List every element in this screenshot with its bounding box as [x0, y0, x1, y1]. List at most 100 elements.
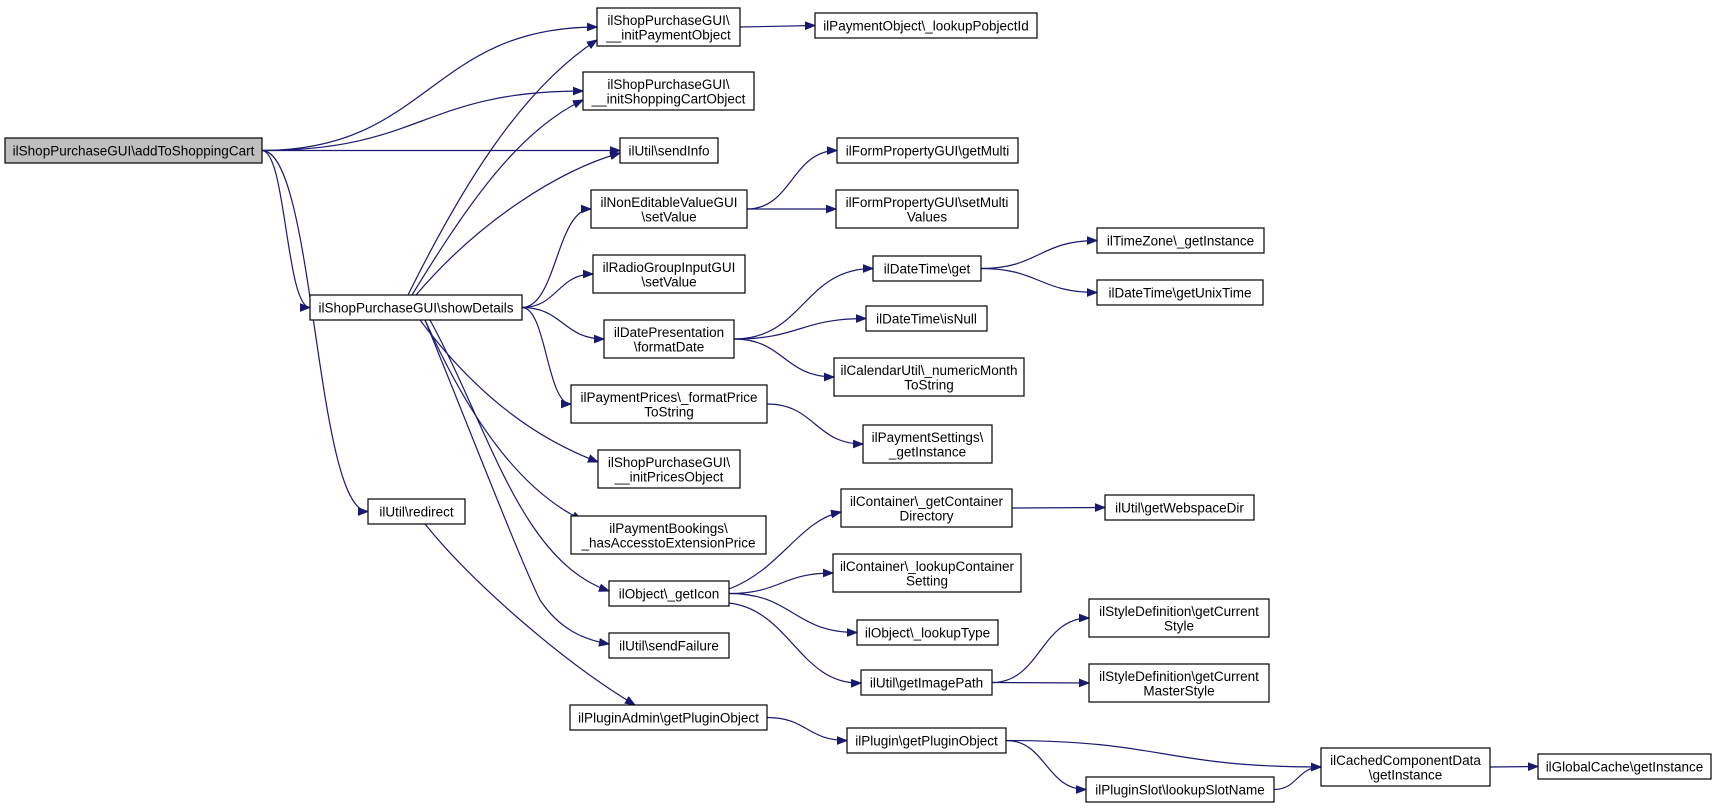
node-box	[1088, 663, 1270, 703]
node-box	[1104, 494, 1255, 521]
node-box	[590, 189, 748, 229]
node-ilcachedcomponentdata-getinstance[interactable]: ilCachedComponentData\getInstance	[1320, 747, 1491, 787]
node-label: ilUtil\redirect	[379, 505, 454, 520]
node-ilglobalcache-getinstance[interactable]: ilGlobalCache\getInstance	[1537, 753, 1712, 780]
edge-n28-to-n29	[991, 618, 1089, 684]
node-box	[856, 619, 999, 646]
edge-n13-to-n28	[728, 602, 861, 683]
node-ilutil-getimagepath[interactable]: ilUtil\getImagePath	[860, 669, 993, 696]
node-label: ilNonEditableValueGUI	[600, 195, 737, 210]
edge-n7-to-n16	[746, 151, 837, 210]
node-label: ilTimeZone\_getInstance	[1107, 234, 1254, 249]
node-box	[367, 498, 466, 525]
node-label: ilUtil\sendFailure	[619, 639, 719, 654]
node-ilshoppurchasegui-showdetails[interactable]: ilShopPurchaseGUI\showDetails	[309, 294, 523, 321]
node-ildatepresentation-formatdate[interactable]: ilDatePresentation\formatDate	[603, 319, 735, 359]
node-box	[4, 137, 263, 164]
node-ilshoppurchasegui-initpricesobject[interactable]: ilShopPurchaseGUI\__initPricesObject	[597, 449, 741, 489]
edge-n5-to-n4	[415, 153, 620, 296]
node-ilformpropertygui-getmulti[interactable]: ilFormPropertyGUI\getMulti	[836, 137, 1019, 164]
node-label: ilStyleDefinition\getCurrent	[1099, 604, 1259, 619]
node-ilshoppurchasegui-initpaymentobject[interactable]: ilShopPurchaseGUI\__initPaymentObject	[596, 7, 741, 47]
node-label: _hasAccesstoExtensionPrice	[580, 535, 755, 550]
node-label: ilShopPurchaseGUI\	[607, 77, 730, 92]
node-label: ToString	[904, 377, 954, 392]
node-ilradiogroupinputgui-setvalue[interactable]: ilRadioGroupInputGUI\setValue	[592, 254, 746, 294]
node-box	[1537, 753, 1712, 780]
node-ilshoppurchasegui-addtoshoppingcart[interactable]: ilShopPurchaseGUI\addToShoppingCart	[4, 137, 263, 164]
node-box	[608, 580, 730, 607]
node-ilobject-lookuptype[interactable]: ilObject\_lookupType	[856, 619, 999, 646]
node-label: ilCachedComponentData	[1330, 753, 1481, 768]
edge-n0-to-n6	[261, 149, 368, 512]
node-box	[872, 255, 982, 282]
node-box	[603, 319, 735, 359]
node-box	[865, 305, 988, 332]
node-box	[569, 704, 768, 731]
node-label: __initPaymentObject	[605, 27, 731, 42]
edge-n5-to-n14	[424, 319, 609, 644]
node-ilutil-sendinfo[interactable]: ilUtil\sendInfo	[619, 137, 719, 164]
node-label: ilPaymentPrices\_formatPrice	[580, 390, 757, 405]
node-label: ilRadioGroupInputGUI	[603, 260, 736, 275]
node-box	[309, 294, 523, 321]
node-label: ilGlobalCache\getInstance	[1546, 760, 1704, 775]
node-ildatetime-get[interactable]: ilDateTime\get	[872, 255, 982, 282]
node-box	[608, 632, 730, 659]
node-label: __initShoppingCartObject	[591, 91, 746, 106]
node-box	[833, 357, 1025, 397]
node-label: ilObject\_lookupType	[865, 626, 990, 641]
node-ildatetime-getunixtime[interactable]: ilDateTime\getUnixTime	[1096, 279, 1264, 306]
edge-n5-to-n1	[407, 40, 597, 296]
node-ilpluginslot-lookupslotname[interactable]: ilPluginSlot\lookupSlotName	[1085, 776, 1275, 803]
node-label: Directory	[899, 508, 953, 523]
node-ilplugin-getpluginobject[interactable]: ilPlugin\getPluginObject	[846, 727, 1007, 754]
node-ilpaymentsettings-getinstance[interactable]: ilPaymentSettings\_getInstance	[862, 424, 993, 464]
node-label: ilObject\_getIcon	[619, 587, 720, 602]
node-box	[1096, 227, 1265, 254]
node-ilpluginadmin-getpluginobject[interactable]: ilPluginAdmin\getPluginObject	[569, 704, 768, 731]
edge-n31-to-n32	[1005, 739, 1321, 768]
edge-n5-to-n10	[521, 306, 572, 405]
node-ildatetime-isnull[interactable]: ilDateTime\isNull	[865, 305, 988, 332]
node-label: ilDateTime\isNull	[876, 312, 977, 327]
edge-n0-to-n3	[261, 91, 583, 152]
node-ilshoppurchasegui-initshoppingcartobject[interactable]: ilShopPurchaseGUI\__initShoppingCartObje…	[582, 71, 755, 111]
node-label: ilPluginSlot\lookupSlotName	[1095, 783, 1265, 798]
node-box	[840, 488, 1013, 528]
node-ilutil-redirect[interactable]: ilUtil\redirect	[367, 498, 466, 525]
edge-n15-to-n31	[766, 716, 847, 741]
node-label: ilStyleDefinition\getCurrent	[1099, 669, 1259, 684]
node-ilobject-geticon[interactable]: ilObject\_getIcon	[608, 580, 730, 607]
node-label: ilPaymentBookings\	[609, 521, 728, 536]
node-box	[570, 384, 768, 424]
edge-n13-to-n27	[728, 592, 857, 633]
edge-n18-to-n22	[980, 267, 1097, 293]
node-ilpaymentobject-lookuppobjectid[interactable]: ilPaymentObject\_lookupPobjectId	[814, 12, 1038, 39]
node-ilutil-sendfailure[interactable]: ilUtil\sendFailure	[608, 632, 730, 659]
node-box	[1096, 279, 1264, 306]
node-ilpaymentbookings-hasaccesstoextensionprice[interactable]: ilPaymentBookings\_hasAccesstoExtensionP…	[570, 515, 767, 555]
edge-n0-to-n1	[261, 27, 597, 152]
edge-n0-to-n5	[261, 149, 311, 308]
node-ilutil-getwebspacedir[interactable]: ilUtil\getWebspaceDir	[1104, 494, 1255, 521]
node-label: ilDateTime\getUnixTime	[1108, 286, 1251, 301]
node-box	[1085, 776, 1275, 803]
node-label: MasterStyle	[1143, 683, 1214, 698]
edge-n13-to-n26	[728, 573, 833, 595]
node-iltimezone-getinstance[interactable]: ilTimeZone\_getInstance	[1096, 227, 1265, 254]
node-label: ToString	[644, 404, 694, 419]
node-box	[1320, 747, 1491, 787]
node-label: ilContainer\_getContainer	[850, 494, 1004, 509]
edge-n5-to-n8	[521, 274, 593, 309]
node-box	[836, 137, 1019, 164]
edge-n33-to-n32	[1273, 767, 1321, 791]
node-ilnoneditablevaluegui-setvalue[interactable]: ilNonEditableValueGUI\setValue	[590, 189, 748, 229]
